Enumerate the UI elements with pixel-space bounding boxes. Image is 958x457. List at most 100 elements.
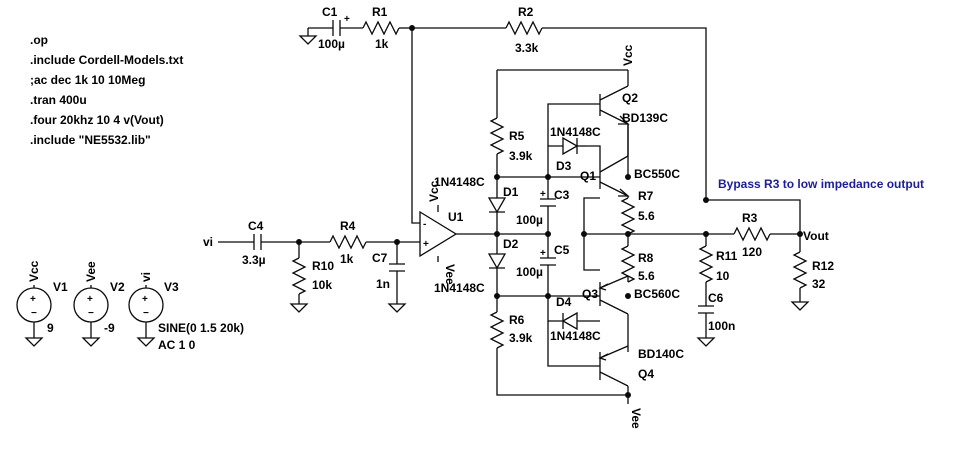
v3-value-sine: SINE(0 1.5 20k) [158,321,244,335]
q3-name: Q3 [582,287,598,301]
v1-value: 9 [47,321,54,335]
c4-value: 3.3µ [242,253,266,267]
u1-plus: + [423,239,429,250]
r3-name: R3 [742,211,758,225]
svg-text:+: + [142,294,148,305]
resistor-r8[interactable]: R8 5.6 [620,234,655,283]
voltage-source-v2[interactable]: Vee + − V2 -9 [73,261,125,347]
q2-name: Q2 [622,91,638,105]
diode-d2[interactable]: D2 [487,234,519,296]
svg-text:+: + [540,189,546,200]
capacitor-c5[interactable]: + C5 100µ [516,234,570,296]
q1-model: BC550C [634,167,680,181]
ground-icon [299,35,317,45]
c4-name: C4 [248,219,264,233]
r8-name: R8 [638,251,654,265]
q2-vcc-label: Vcc [621,44,635,66]
svg-text:+: + [344,14,350,25]
q4-name: Q4 [638,367,654,381]
c6-value: 100n [708,319,735,333]
svg-text:+: + [87,294,93,305]
c5-value: 100µ [516,265,543,279]
v3-name: V3 [164,280,179,294]
r1-name: R1 [372,5,388,19]
q4-vee-label: Vee [629,408,643,429]
d2-name: D2 [503,237,519,251]
c7-name: C7 [372,251,388,265]
u1-name: U1 [448,210,464,224]
resistor-r10[interactable]: R10 10k [290,242,334,313]
c7-value: 1n [376,277,390,291]
resistor-r12[interactable]: R12 32 [791,234,834,311]
capacitor-c3[interactable]: + C3 100µ [516,177,570,234]
transistor-q3[interactable]: Q3 BC560C [582,275,680,315]
svg-text:+: + [30,294,36,305]
svg-text:−: − [143,308,149,319]
c3-name: C3 [554,188,570,202]
r10-value: 10k [312,278,332,292]
resistor-r6[interactable]: R6 3.9k [489,296,628,396]
power-sources: Vcc + − V1 9 Vee + − V2 -9 vi + [16,260,244,352]
diode-d1[interactable]: D1 [487,177,519,234]
capacitor-c6[interactable]: C6 100n [697,291,735,347]
voltage-source-v3[interactable]: vi + − V3 SINE(0 1.5 20k) AC 1 0 [128,272,244,352]
resistor-r5[interactable]: R5 3.9k [489,117,533,177]
directive-tran: .tran 400u [30,93,87,107]
q3-model: BC560C [634,287,680,301]
d4-model: 1N4148C [550,329,601,343]
u1-minus: - [423,219,426,230]
r6-name: R6 [509,313,525,327]
load-network: Bypass R3 to low impedance output R3 120… [697,177,924,347]
diode-d3[interactable]: 1N4148C D3 [547,125,601,177]
resistor-r3[interactable]: R3 120 [706,211,800,259]
output-stage: Vcc Q2 BD139C Q1 BC550C R7 [580,44,709,429]
resistor-r7[interactable]: R7 5.6 [620,189,655,235]
q4-model: BD140C [638,347,684,361]
resistor-r4[interactable]: R4 1k [329,219,367,266]
r11-value: 10 [716,269,730,283]
r2-value: 3.3k [515,41,539,55]
input-network: vi C4 3.3µ R4 1k R10 10k [203,219,420,313]
bias-network: R5 3.9k 1N4148C D1 D2 1N4148C R6 3.9k [434,69,628,396]
directive-four: .four 20khz 10 4 v(Vout) [30,113,164,127]
r10-name: R10 [312,259,334,273]
r7-name: R7 [638,189,654,203]
directive-ac: ;ac dec 1k 10 10Meg [30,73,145,87]
c6-name: C6 [708,291,724,305]
u1-vee: Vee [443,264,457,285]
c1-name: C1 [322,5,338,19]
svg-text:−: − [88,308,94,319]
svg-text:−: − [31,308,37,319]
v3-net-label: vi [139,272,153,282]
q1-name: Q1 [580,169,596,183]
transistor-q2[interactable]: Q2 BD139C [599,85,668,125]
r7-value: 5.6 [638,209,655,223]
q2-model: BD139C [622,111,668,125]
v2-name: V2 [110,280,125,294]
d3-model: 1N4148C [550,125,601,139]
resistor-r11[interactable]: R11 10 [698,234,738,306]
d4-name: D4 [556,295,572,309]
transistor-q1[interactable]: Q1 BC550C [580,145,680,197]
r4-value: 1k [340,252,354,266]
v3-value-ac: AC 1 0 [158,338,196,352]
directive-op: .op [30,33,48,47]
d1-model: 1N4148C [434,175,485,189]
capacitor-c4[interactable]: C4 3.3µ [242,219,266,267]
resistor-r1[interactable]: R1 1k [362,5,412,51]
u1-vcc: Vcc [427,180,441,202]
r11-name: R11 [716,249,738,263]
diode-d4[interactable]: D4 1N4148C [547,295,601,343]
resistor-r2[interactable]: R2 3.3k [412,5,707,200]
capacitor-c1[interactable]: + C1 100µ [308,5,363,51]
v1-net-label: Vcc [27,260,41,282]
d2-model: 1N4148C [434,281,485,295]
r8-value: 5.6 [638,269,655,283]
bypass-note: Bypass R3 to low impedance output [718,177,924,191]
d1-name: D1 [503,185,519,199]
d3-name: D3 [556,159,572,173]
capacitor-c7[interactable]: C7 1n [372,242,406,313]
transistor-q4[interactable]: BD140C Q4 [598,345,684,395]
voltage-source-v1[interactable]: Vcc + − V1 9 [16,260,68,347]
opamp-u1[interactable]: - + Vcc Vee U1 [419,180,497,285]
